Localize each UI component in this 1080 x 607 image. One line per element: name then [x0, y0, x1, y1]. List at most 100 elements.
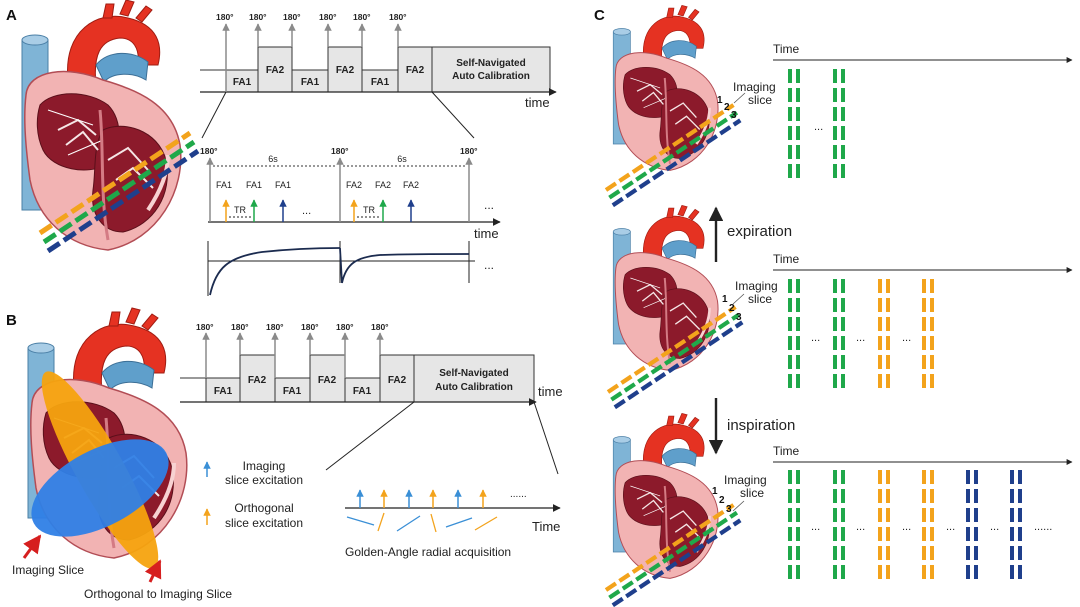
time-axis-label: time: [538, 384, 563, 399]
zoom-line: [533, 401, 559, 475]
inv-label: 180°: [283, 12, 301, 22]
ellipsis: ......: [510, 489, 527, 500]
inv-label: 180°: [249, 12, 267, 22]
imaging-slice-ellipse: [31, 439, 169, 537]
calibration-label: Auto Calibration: [452, 71, 530, 82]
slice-number-2: 2: [724, 102, 730, 113]
slice-number-2: 2: [719, 495, 725, 506]
fa2-label: FA2: [403, 180, 419, 190]
fa2-label: FA2: [318, 375, 337, 386]
fa2-label: FA2: [375, 180, 391, 190]
time-axis-label: time: [474, 226, 499, 241]
zoom-line: [201, 91, 227, 139]
fa2-label: FA2: [336, 65, 355, 76]
fa2-label: FA2: [406, 65, 425, 76]
zoom-line: [431, 91, 475, 139]
inv-label: 180°: [216, 12, 234, 22]
ellipsis: ...: [946, 521, 955, 533]
panel-label-a: A: [6, 7, 17, 24]
ellipsis: ......: [1034, 521, 1052, 533]
heart-illustration-c2: [611, 204, 720, 372]
ellipsis: ...: [811, 521, 820, 533]
pulse-sequence-b: [180, 332, 537, 406]
ellipsis: ...: [902, 332, 911, 344]
imaging-slice-label: slice: [748, 93, 772, 107]
golden-angle-acquisition: [345, 489, 561, 533]
inv-label: 180°: [200, 146, 218, 156]
fa2-label: FA2: [346, 180, 362, 190]
detail-sequence-a: [206, 157, 501, 226]
ellipsis: ...: [856, 521, 865, 533]
panel-label-b: B: [6, 312, 17, 329]
orthogonal-slice-label: Orthogonal to Imaging Slice: [84, 587, 232, 601]
fa1-label: FA1: [246, 180, 262, 190]
pulse-sequence-a: [200, 23, 557, 96]
ellipsis: ...: [302, 205, 311, 217]
expiration-label: expiration: [727, 223, 792, 240]
time-axis-label: Time: [773, 42, 800, 56]
panel-label-c: C: [594, 7, 605, 24]
ellipsis: ...: [811, 332, 820, 344]
fa1-label: FA1: [301, 77, 320, 88]
zoom-line: [325, 401, 415, 471]
ellipsis: ...: [990, 521, 999, 533]
imaging-slice-pointer: [733, 92, 746, 104]
imaging-slice-arrow: [22, 534, 42, 559]
legend-imaging-label: Imaging: [243, 459, 286, 473]
slice-number-1: 1: [717, 95, 723, 106]
imaging-slice-label: Imaging: [733, 80, 776, 94]
fa1-label: FA1: [216, 180, 232, 190]
slice-number-3: 3: [731, 110, 737, 121]
fa2-label: FA2: [248, 375, 267, 386]
slice-number-2: 2: [729, 303, 735, 314]
fa1-label: FA1: [353, 386, 372, 397]
imaging-slice-pointer: [732, 500, 745, 512]
ellipsis: ...: [484, 258, 494, 272]
inspiration-label: inspiration: [727, 417, 795, 434]
imaging-slice-label: Imaging Slice: [12, 563, 84, 577]
time-axis-label: time: [525, 95, 550, 110]
time-axis-label: Time: [773, 252, 800, 266]
legend-orthogonal-label: Orthogonal: [234, 501, 293, 515]
fa1-label: FA1: [283, 386, 302, 397]
imaging-slice-pointer: [732, 293, 745, 305]
signal-curve: [207, 241, 475, 296]
legend-imaging-label: slice excitation: [225, 473, 303, 487]
ellipsis: ...: [902, 521, 911, 533]
inv-label: 180°: [266, 322, 284, 332]
interval-label: 6s: [268, 154, 278, 164]
fa1-label: FA1: [275, 180, 291, 190]
fa2-label: FA2: [388, 375, 407, 386]
tr-label: TR: [363, 205, 375, 215]
time-axis-label: Time: [532, 519, 560, 534]
imaging-slice-label: slice: [740, 486, 764, 500]
ellipsis: ...: [814, 121, 823, 133]
inv-label: 180°: [389, 12, 407, 22]
imaging-slice-label: Imaging: [735, 279, 778, 293]
imaging-slice-label: Imaging: [724, 473, 767, 487]
inv-label: 180°: [371, 322, 389, 332]
interval-label: 6s: [397, 154, 407, 164]
inv-label: 180°: [353, 12, 371, 22]
imaging-slice-label: slice: [748, 292, 772, 306]
ellipsis: ...: [484, 198, 494, 212]
calibration-label: Self-Navigated: [456, 58, 525, 69]
slice-number-1: 1: [712, 486, 718, 497]
fa1-label: FA1: [214, 386, 233, 397]
fa1-label: FA1: [233, 77, 252, 88]
ellipsis: ...: [856, 332, 865, 344]
fa2-label: FA2: [266, 65, 285, 76]
legend-orthogonal-label: slice excitation: [225, 516, 303, 530]
inv-label: 180°: [336, 322, 354, 332]
fa1-label: FA1: [371, 77, 390, 88]
inv-label: 180°: [301, 322, 319, 332]
orthogonal-slice-arrow: [144, 559, 162, 583]
heart-illustration-c3: [611, 412, 720, 580]
inv-label: 180°: [319, 12, 337, 22]
slice-number-3: 3: [726, 504, 732, 515]
inv-label: 180°: [196, 322, 214, 332]
tr-label: TR: [234, 205, 246, 215]
calibration-label: Self-Navigated: [439, 368, 508, 379]
calibration-label: Auto Calibration: [435, 382, 513, 393]
